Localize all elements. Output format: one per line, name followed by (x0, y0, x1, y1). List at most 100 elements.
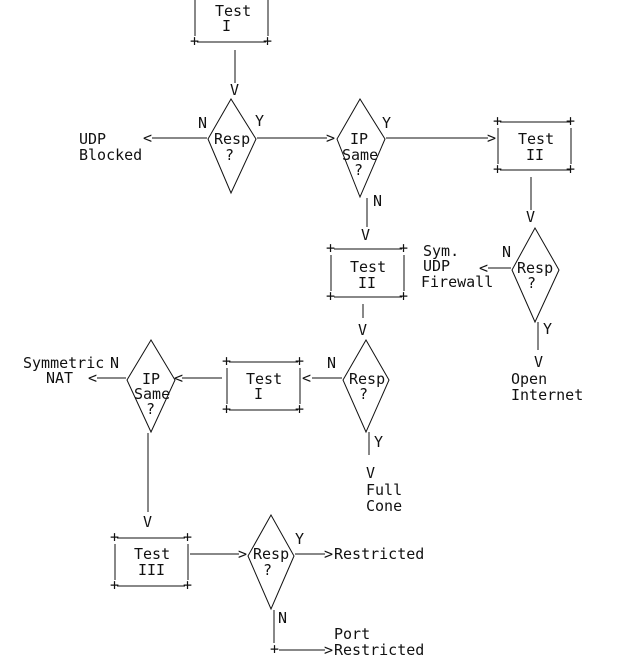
arrow-right-marker: > (326, 129, 335, 147)
corner: + (110, 528, 119, 546)
box-label-line1: Test (215, 2, 251, 20)
diagram-text: Port (334, 625, 370, 643)
box-test-2-right: + + + + Test II (493, 112, 575, 178)
arrow-down-marker: V (526, 208, 535, 226)
box-test-1-top: + + Test I (190, 0, 272, 50)
outcome-restricted: Restricted (334, 545, 424, 563)
diagram-text: Open (511, 370, 547, 388)
edge-label-no: N (373, 192, 382, 210)
arrow-left-marker: < (479, 259, 488, 277)
corner: + (399, 239, 408, 257)
diagram-text: Firewall (421, 273, 493, 291)
edge-label-yes: Y (543, 320, 552, 338)
decision-label-line2: ? (359, 385, 368, 403)
decision-resp-3: Resp ? (342, 338, 390, 434)
box-label-line2: I (254, 385, 263, 403)
corner: + (222, 400, 231, 418)
decision-resp-2: Resp ? (511, 226, 560, 324)
decision-label-line1: IP (142, 370, 160, 388)
diagram-text: Sym. (423, 242, 459, 260)
diagram-text: UDP (79, 130, 106, 148)
box-label-line1: Test (518, 130, 554, 148)
outcome-udp-blocked: UDP Blocked (79, 130, 142, 164)
diagram-text: Blocked (79, 146, 142, 164)
corner: + (493, 160, 502, 178)
decision-diamond (126, 339, 176, 434)
box-label-line2: I (222, 17, 231, 35)
decision-label-line1: Resp (253, 545, 289, 563)
corner: + (566, 112, 575, 130)
decision-label-line1: IP (350, 130, 368, 148)
arrow-down-marker: V (143, 513, 152, 531)
arrow-left-marker: < (88, 369, 97, 387)
edge-label-no: N (110, 354, 119, 372)
arrow-left-marker: < (302, 369, 311, 387)
diagram-text: Restricted (334, 641, 424, 659)
corner: + (183, 576, 192, 594)
decision-resp-1: Resp ? (207, 98, 257, 195)
arrow-down-marker: V (366, 464, 375, 482)
diagram-text: Full (366, 481, 402, 499)
corner: + (295, 400, 304, 418)
corner: + (270, 640, 279, 658)
corner: + (295, 352, 304, 370)
decision-diamond (511, 226, 560, 324)
decision-label-line3: ? (354, 161, 363, 179)
decision-label-line2: ? (527, 274, 536, 292)
edge-label-yes: Y (255, 112, 264, 130)
arrow-left-marker: < (174, 369, 183, 387)
box-label-line1: Test (246, 370, 282, 388)
outcome-open-internet: Open Internet (511, 370, 583, 404)
arrow-right-marker: > (324, 641, 333, 659)
box-label-line2: II (358, 274, 376, 292)
corner: + (399, 287, 408, 305)
decision-label-line2: Same (134, 385, 170, 403)
edge-label-yes: Y (382, 114, 391, 132)
corner: + (222, 352, 231, 370)
edge-label-no: N (278, 609, 287, 627)
edge-label-yes: Y (295, 530, 304, 548)
decision-label-line3: ? (146, 400, 155, 418)
corner: + (263, 32, 272, 50)
corner: + (190, 32, 199, 50)
corner: + (326, 239, 335, 257)
outcome-full-cone: Full Cone (366, 481, 402, 515)
diagram-text: NAT (46, 369, 73, 387)
decision-label-line1: Resp (517, 259, 553, 277)
corner: + (566, 160, 575, 178)
decision-label-line2: ? (263, 561, 272, 579)
decision-label-line1: Resp (349, 370, 385, 388)
diagram-text: UDP (423, 257, 450, 275)
arrow-down-marker: V (361, 226, 370, 244)
decision-diamond (207, 98, 257, 195)
corner: + (326, 287, 335, 305)
corner: + (110, 576, 119, 594)
diagram-text: Symmetric (23, 354, 104, 372)
decision-diamond (336, 98, 386, 199)
box-label-line2: II (526, 146, 544, 164)
arrow-down-marker: V (358, 321, 367, 339)
decision-diamond (247, 513, 295, 611)
arrow-left-marker: < (143, 129, 152, 147)
decision-diamond (342, 338, 390, 434)
corner: + (493, 112, 502, 130)
decision-resp-4: Resp ? (247, 513, 295, 611)
box-label-line1: Test (134, 545, 170, 563)
box-label-line1: Test (350, 258, 386, 276)
arrow-down-marker: V (534, 353, 543, 371)
decision-ip-same-2: IP Same ? (126, 339, 176, 434)
arrow-right-marker: > (324, 545, 333, 563)
diagram-text: Cone (366, 497, 402, 515)
box-test-1-mid: + + + + Test I (222, 352, 304, 418)
outcome-port-restricted: Port Restricted (334, 625, 424, 659)
box-test-2-mid: + + + + Test II (326, 239, 408, 305)
box-label-line2: III (138, 561, 165, 579)
decision-label-line2: ? (225, 146, 234, 164)
edge-label-no: N (198, 114, 207, 132)
edge-label-no: N (502, 243, 511, 261)
edge-label-no: N (327, 354, 336, 372)
arrow-down-marker: V (230, 81, 239, 99)
outcome-sym-udp-firewall: Sym. UDP Firewall (421, 242, 493, 291)
diagram-text: Internet (511, 386, 583, 404)
